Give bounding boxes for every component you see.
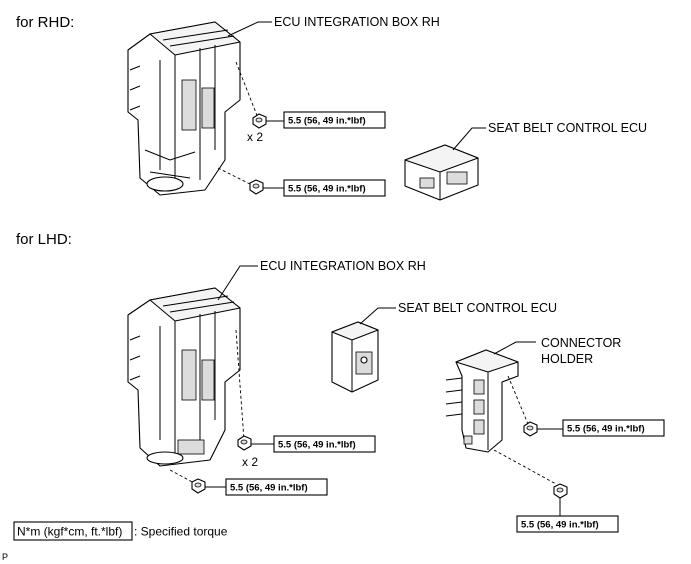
torque-box-rhd-nut [283, 111, 386, 129]
label-seat-belt-control-ecu-lhd: SEAT BELT CONTROL ECU [398, 301, 557, 315]
leader-connector-holder [493, 341, 536, 355]
torque-box-holder-nut [562, 419, 665, 437]
dashline-holder-bolt [493, 449, 557, 485]
bolt-icon [249, 179, 264, 195]
ecu-integration-box-lhd [127, 287, 241, 467]
legend-unit-box [13, 521, 133, 541]
qty-rhd-nut: x 2 [247, 130, 263, 144]
legend-unit: N*m (kgf*cm, ft.*lbf) [17, 525, 122, 539]
leader-ecu-box-rhd [227, 21, 272, 37]
torque-lhd-bolt: 5.5 (56, 49 in.*lbf) [230, 483, 308, 494]
label-seat-belt-control-ecu-rhd: SEAT BELT CONTROL ECU [488, 121, 647, 135]
connector-holder [445, 349, 519, 453]
rhd-section-heading: for RHD: [16, 14, 74, 31]
seat-belt-control-ecu-rhd [404, 144, 479, 201]
nut-icon [252, 113, 267, 129]
torque-holder-bolt: 5.5 (56, 49 in.*lbf) [521, 520, 599, 531]
torque-rhd-bolt: 5.5 (56, 49 in.*lbf) [288, 184, 366, 195]
nut-icon [237, 435, 252, 451]
dashline-lhd-nut [235, 329, 245, 441]
nut-icon [523, 421, 538, 437]
label-connector-holder-line1: CONNECTOR [541, 336, 621, 350]
dashline-rhd-bolt [217, 167, 255, 187]
dashline-holder-nut [507, 375, 529, 425]
label-ecu-integration-box-lhd: ECU INTEGRATION BOX RH [260, 259, 426, 273]
bolt-icon [191, 478, 206, 494]
label-connector-holder-line2: HOLDER [541, 352, 593, 366]
corner-mark: P [2, 552, 8, 562]
leader-seat-belt-lhd [359, 307, 396, 325]
torque-box-lhd-nut [273, 435, 376, 453]
seat-belt-control-ecu-lhd [331, 321, 379, 393]
bolt-icon [553, 483, 568, 516]
torque-rhd-nut: 5.5 (56, 49 in.*lbf) [288, 116, 366, 127]
dashline-rhd-nut [235, 61, 259, 119]
leader-ecu-box-lhd [217, 265, 258, 301]
torque-box-holder-bolt [516, 515, 619, 533]
ecu-integration-box-rhd [127, 21, 241, 196]
torque-box-rhd-bolt [283, 179, 386, 197]
torque-box-lhd-bolt [225, 478, 328, 496]
torque-holder-nut: 5.5 (56, 49 in.*lbf) [567, 424, 645, 435]
torque-lhd-nut: 5.5 (56, 49 in.*lbf) [278, 440, 356, 451]
qty-lhd-nut: x 2 [242, 455, 258, 469]
legend-description: : Specified torque [134, 525, 228, 539]
label-ecu-integration-box-rhd: ECU INTEGRATION BOX RH [274, 15, 440, 29]
lhd-section-heading: for LHD: [16, 231, 72, 248]
leader-seat-belt-rhd [452, 127, 486, 151]
